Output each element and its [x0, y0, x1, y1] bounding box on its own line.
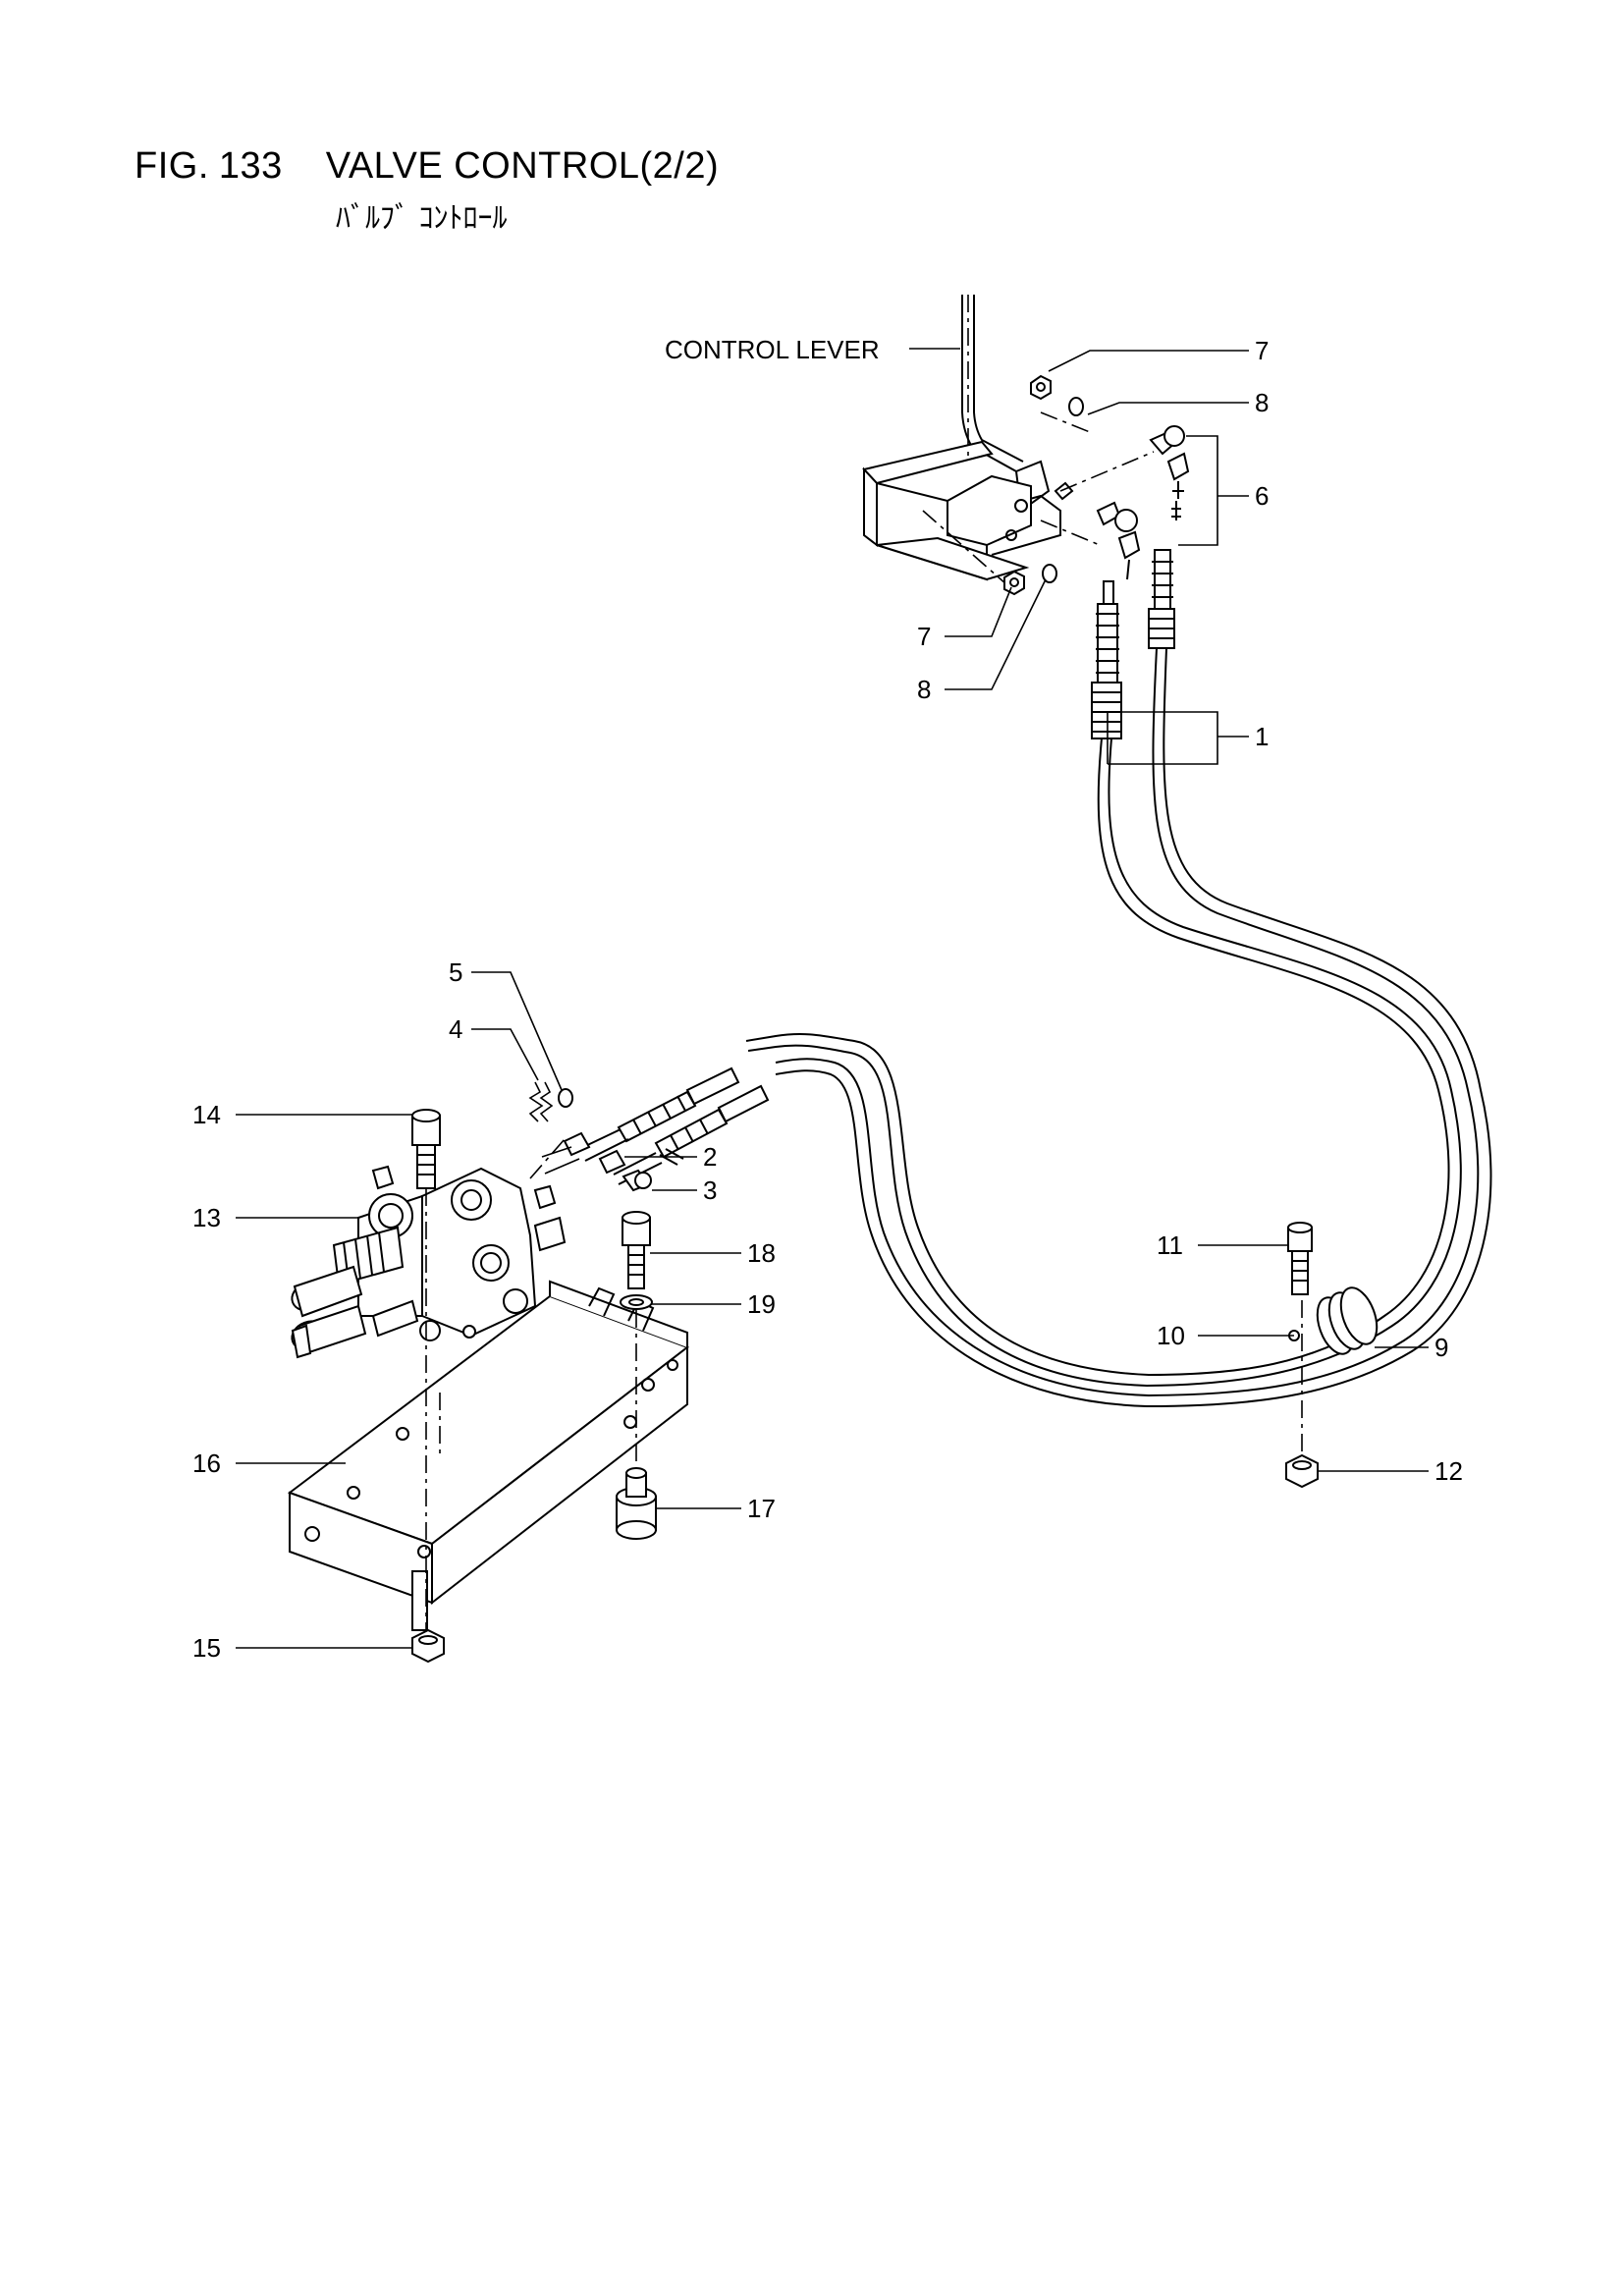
leader-lines — [236, 348, 1429, 1649]
label-control-lever: CONTROL LEVER — [665, 335, 880, 364]
label-12: 12 — [1434, 1456, 1463, 1486]
fig-label: FIG. — [135, 145, 209, 187]
label-8-upper: 8 — [1255, 388, 1269, 417]
label-14: 14 — [192, 1100, 221, 1129]
label-7-lower: 7 — [917, 622, 931, 651]
label-10: 10 — [1157, 1321, 1185, 1350]
label-4: 4 — [449, 1014, 462, 1044]
control-lever-assembly — [862, 295, 1190, 596]
figure-subtitle: ﾊﾞﾙﾌﾞ ｺﾝﾄﾛｰﾙ — [336, 201, 508, 236]
label-5: 5 — [449, 957, 462, 987]
callout-labels: CONTROL LEVER 7 8 6 7 8 1 5 4 14 2 3 13 … — [192, 335, 1463, 1663]
label-8-lower: 8 — [917, 675, 931, 704]
label-16: 16 — [192, 1449, 221, 1478]
label-7-upper: 7 — [1255, 336, 1269, 365]
label-1: 1 — [1255, 722, 1269, 751]
label-19: 19 — [747, 1289, 776, 1319]
figure-title: FIG.133 VALVE CONTROL(2/2) — [135, 145, 719, 188]
label-2: 2 — [703, 1142, 717, 1172]
label-11: 11 — [1157, 1230, 1183, 1260]
label-9: 9 — [1434, 1333, 1448, 1362]
control-valve-assembly — [287, 1081, 690, 1664]
label-15: 15 — [192, 1633, 221, 1663]
label-13: 13 — [192, 1203, 221, 1232]
cable-clamp — [1288, 1286, 1379, 1355]
fig-number: 133 — [218, 145, 283, 187]
label-6: 6 — [1255, 481, 1269, 511]
label-3: 3 — [703, 1175, 717, 1205]
label-17: 17 — [747, 1494, 776, 1523]
upper-cable-boots — [1091, 549, 1175, 739]
fig-name: VALVE CONTROL(2/2) — [325, 145, 720, 187]
control-cables — [578, 549, 1492, 1489]
label-18: 18 — [747, 1238, 776, 1268]
